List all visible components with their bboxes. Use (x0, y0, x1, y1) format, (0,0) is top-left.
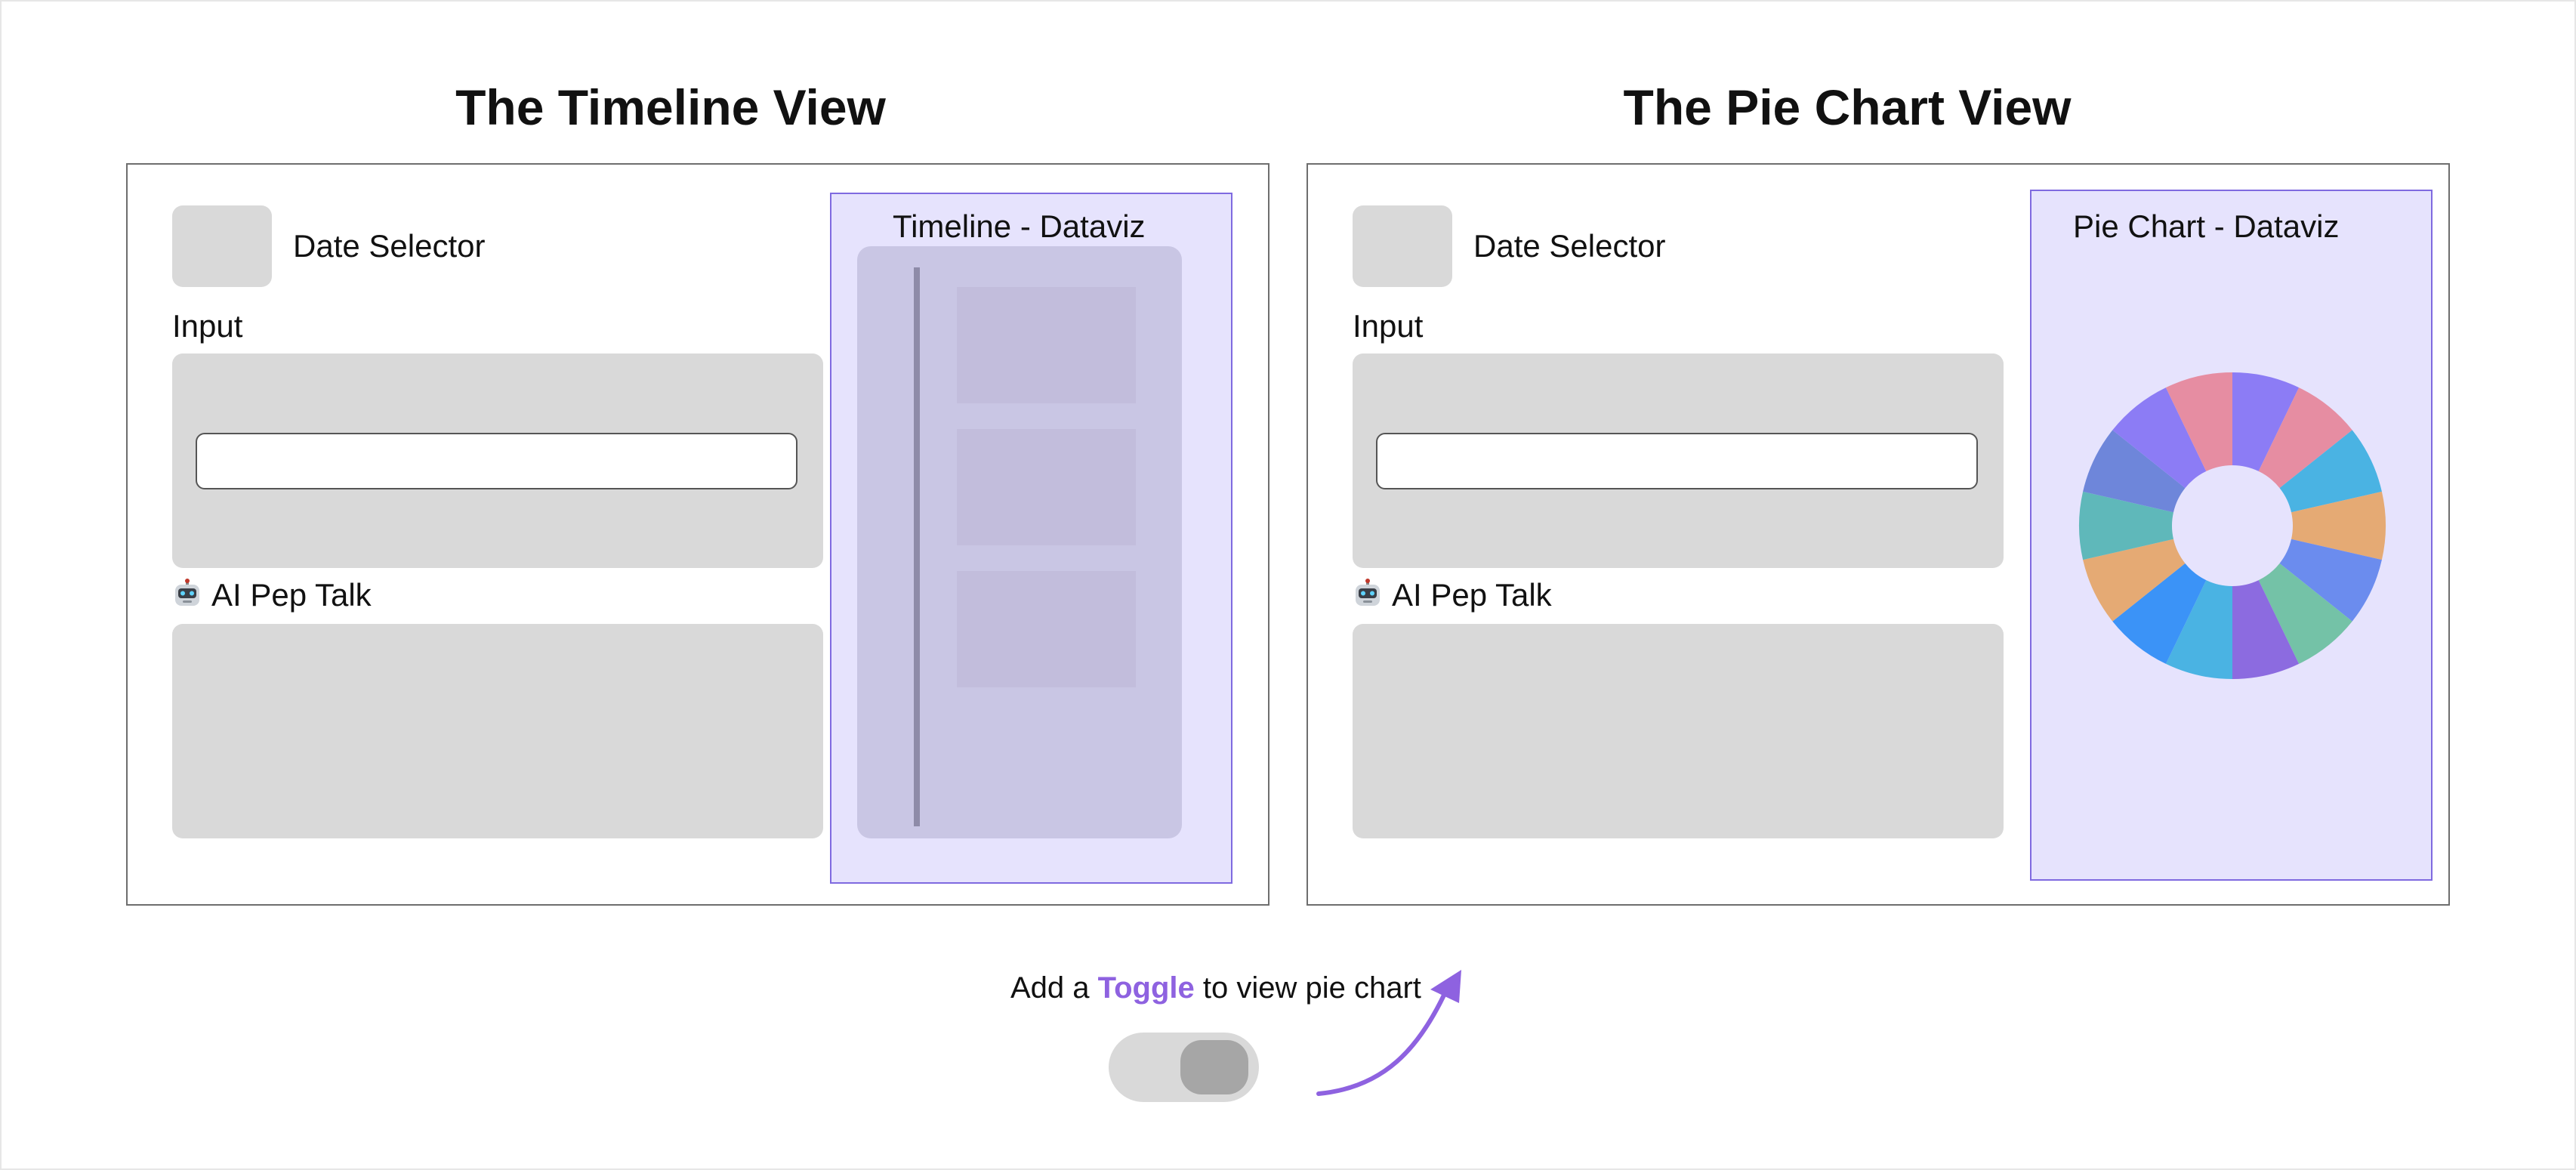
input-label: Input (172, 308, 243, 344)
robot-icon (175, 579, 199, 606)
donut-slice (2165, 580, 2232, 679)
date-selector-box[interactable] (172, 205, 272, 287)
toggle-knob[interactable] (1180, 1040, 1248, 1094)
pie-dataviz-title: Pie Chart - Dataviz (2073, 208, 2340, 244)
donut-slice (2258, 387, 2352, 489)
pie-view-title: The Pie Chart View (1623, 79, 2072, 135)
input-label: Input (1353, 308, 1424, 344)
curved-arrow-icon (1316, 970, 1461, 1096)
timeline-axis-line (914, 267, 920, 826)
donut-slice (2112, 563, 2207, 664)
pep-talk-text: AI Pep Talk (211, 577, 372, 613)
date-selector-label: Date Selector (293, 228, 486, 264)
pep-talk-box (172, 624, 823, 838)
donut-slice (2232, 580, 2300, 679)
robot-icon (1356, 579, 1380, 606)
caption-toggle-word: Toggle (1097, 971, 1195, 1005)
timeline-item (957, 571, 1136, 687)
donut-slice (2083, 539, 2186, 622)
toggle-caption: Add a Toggle to view pie chart (1010, 971, 1421, 1005)
donut-slice (2079, 491, 2174, 560)
timeline-view-title: The Timeline View (455, 79, 886, 135)
pep-talk-box (1353, 624, 2004, 838)
caption-suffix: to view pie chart (1194, 971, 1421, 1005)
donut-slice (2083, 430, 2186, 513)
timeline-dataviz-title: Timeline - Dataviz (893, 208, 1146, 244)
donut-slice (2279, 539, 2382, 622)
date-selector-label: Date Selector (1473, 228, 1666, 264)
pep-talk-label: AI Pep Talk (172, 577, 372, 613)
donut-slice (2112, 387, 2207, 489)
text-input-field[interactable] (196, 433, 797, 489)
timeline-item (957, 287, 1136, 403)
donut-slice (2165, 372, 2232, 471)
donut-slice (2291, 491, 2386, 560)
text-input-field[interactable] (1376, 433, 1978, 489)
donut-slice (2279, 430, 2382, 513)
timeline-item (957, 429, 1136, 545)
donut-slice (2232, 372, 2300, 471)
pep-talk-label: AI Pep Talk (1353, 577, 1552, 613)
donut-slice (2258, 563, 2352, 664)
caption-prefix: Add a (1010, 971, 1098, 1005)
pep-talk-text: AI Pep Talk (1392, 577, 1552, 613)
date-selector-box[interactable] (1353, 205, 1452, 287)
donut-chart (2079, 372, 2386, 679)
